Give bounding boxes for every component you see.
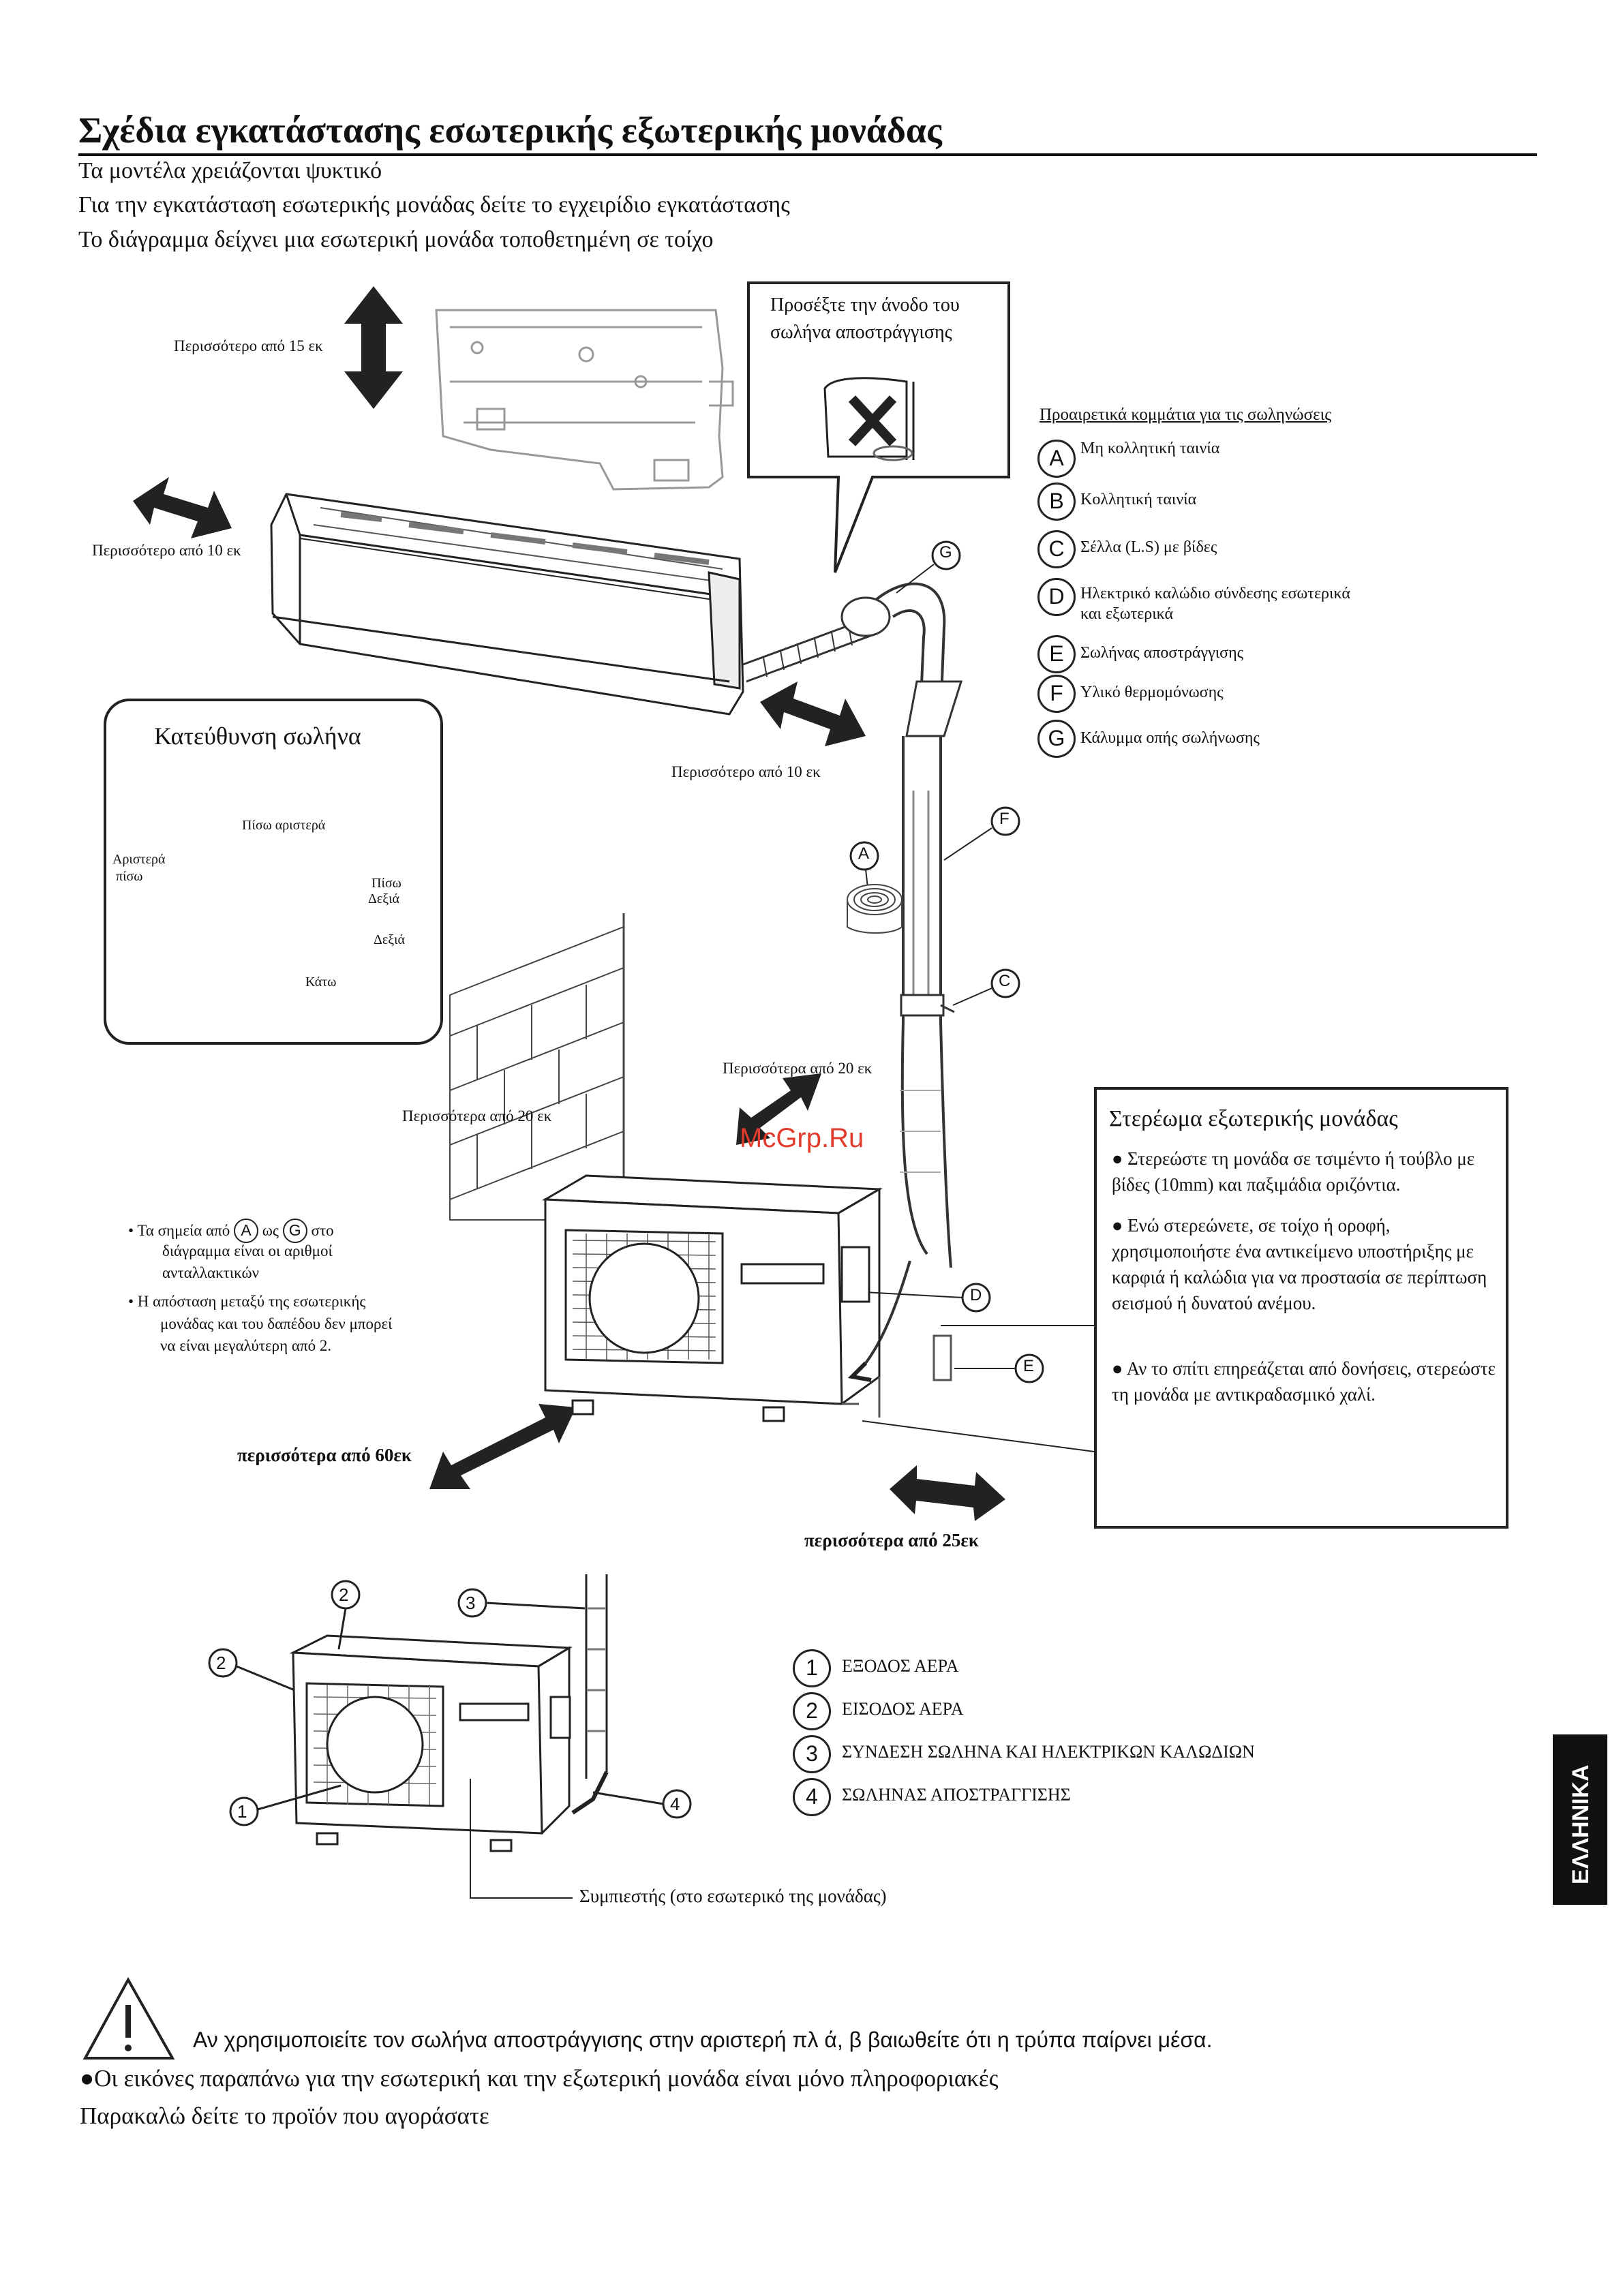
watermark: McGrp.Ru — [740, 1123, 864, 1153]
legend-item-g: Κάλυμμα οπής σωλήνωσης — [1080, 729, 1260, 747]
mounting-plate-drawing — [435, 309, 734, 491]
language-tab-label: ΕΛΛΗΝΙΚΑ — [1568, 1764, 1594, 1884]
legend-letter-b: B — [1037, 483, 1076, 521]
detail-num-1: 1 — [237, 1801, 247, 1822]
clearance-front-label: περισσότερα από 60εκ — [237, 1445, 412, 1465]
parts-item-4: ΣΩΛΗΝΑΣ ΑΠΟΣΤΡΑΓΓΙΣΗΣ — [842, 1785, 1071, 1805]
outdoor-fixing-item-2: ● Ενώ στερεώνετε, σε τοίχο ή οροφή, χρησ… — [1112, 1215, 1487, 1313]
pipe-left-back-label-2: πίσω — [116, 869, 143, 884]
language-tab: ΕΛΛΗΝΙΚΑ — [1553, 1734, 1607, 1905]
parts-num-2: 2 — [793, 1692, 831, 1730]
detail-num-3: 3 — [466, 1593, 476, 1613]
fixing-leader-lines — [862, 1325, 1095, 1452]
optional-parts-title: Προαιρετικά κομμάτια για τις σωληνώσεις — [1040, 405, 1332, 424]
legend-letter-f: F — [1037, 675, 1076, 713]
diagram-letter-g: G — [939, 543, 952, 562]
parts-item-3: ΣΥΝΔΕΣΗ ΣΩΛΗΝΑ ΚΑΙ ΗΛΕΚΤΡΙΚΩΝ ΚΑΛΩΔΙΩΝ — [842, 1742, 1255, 1762]
legend-letter-a: A — [1037, 440, 1076, 478]
legend-item-d: Ηλεκτρικό καλώδιο σύνδεσης εσωτερικά — [1080, 585, 1350, 602]
detail-num-2b: 2 — [216, 1653, 226, 1673]
pipe-direction-box: Κατεύθυνση σωλήνα — [104, 699, 443, 1045]
warning-icon — [82, 1976, 175, 2060]
drain-callout-line-1: Προσέξτε την άνοδο του — [770, 294, 960, 316]
clearance-above-label: Περισσότερα από 20 εκ — [723, 1060, 873, 1077]
drain-callout-bubble — [747, 281, 1010, 573]
clearance-side-label: περισσότερα από 25εκ — [804, 1530, 979, 1550]
parts-item-2: ΕΙΣΟΔΟΣ ΑΕΡΑ — [842, 1699, 964, 1719]
legend-item-e: Σωλήνας αποστράγγισης — [1080, 644, 1244, 662]
outdoor-unit-detail-drawing — [208, 1574, 692, 1899]
diagram-letter-e: E — [1023, 1357, 1035, 1375]
note-2-line-3: να είναι μεγαλύτερη από 2. — [160, 1337, 332, 1354]
pipe-right-label: Δεξιά — [374, 932, 406, 947]
pipe-run-drawing — [742, 582, 963, 1381]
clearance-top-label: Περισσότερο από 15 εκ — [174, 337, 323, 354]
note-1-line-3: ανταλλακτικών — [162, 1264, 260, 1281]
footer-line-3: Παρακαλώ δείτε το προϊόν που αγοράσατε — [80, 2102, 489, 2129]
diagram-letter-d: D — [970, 1286, 982, 1304]
pipe-down-label: Κάτω — [305, 975, 337, 990]
indoor-unit-drawing — [270, 493, 744, 716]
clearance-arrows — [133, 286, 1005, 1521]
legend-item-d-2: και εξωτερικά — [1080, 605, 1174, 623]
note-1-line-1: • Τα σημεία από A ως G στο — [128, 1219, 334, 1243]
outdoor-fixing-box: Στερέωμα εξωτερικής μονάδας ● Στερεώστε … — [1094, 1087, 1508, 1529]
outdoor-fixing-item-3: ● Αν το σπίτι επηρεάζεται από δονήσεις, … — [1112, 1358, 1496, 1405]
legend-item-b: Κολλητική ταινία — [1080, 491, 1197, 508]
parts-num-1: 1 — [793, 1649, 831, 1687]
clearance-wall-label: Περισσότερα από 20 εκ — [402, 1107, 552, 1124]
page-title: Σχέδια εγκατάστασης εσωτερικής εξωτερική… — [78, 110, 942, 151]
outdoor-unit-drawing — [541, 1174, 883, 1422]
title-rule — [78, 153, 1537, 156]
pipe-back-right-label-2: Δεξιά — [368, 891, 400, 906]
footer-line-2: ●Οι εικόνες παραπάνω για την εσωτερική κ… — [80, 2065, 999, 2092]
diagram-letter-a: A — [858, 844, 870, 863]
detail-num-2a: 2 — [339, 1585, 349, 1605]
note-letter-g: G — [282, 1219, 307, 1243]
parts-num-3: 3 — [793, 1735, 831, 1773]
clearance-left-label: Περισσότερο από 10 εκ — [92, 542, 241, 559]
outdoor-fixing-title: Στερέωμα εξωτερικής μονάδας — [1109, 1106, 1398, 1131]
parts-num-4: 4 — [793, 1778, 831, 1816]
compressor-label: Συμπιεστής (στο εσωτερικό της μονάδας) — [579, 1886, 887, 1906]
intro-line-1: Τα μοντέλα χρειάζονται ψυκτικό — [78, 158, 382, 183]
detail-num-4: 4 — [670, 1794, 680, 1814]
outdoor-fixing-item-1: ● Στερεώστε τη μονάδα σε τσιμέντο ή τούβ… — [1112, 1148, 1475, 1195]
note-letter-a: A — [233, 1219, 258, 1243]
legend-item-f: Υλικό θερμομόνωσης — [1080, 684, 1224, 701]
note-2-line-2: μονάδας και του δαπέδου δεν μπορεί — [160, 1315, 393, 1332]
pipe-back-right-label-1: Πίσω — [371, 876, 401, 891]
footer-warning: Αν χρησιμοποιείτε τον σωλήνα αποστράγγισ… — [193, 2027, 1213, 2052]
pipe-left-back-label-1: Αριστερά — [112, 852, 166, 867]
clearance-right-label: Περισσότερο από 10 εκ — [671, 763, 821, 780]
intro-line-3: Το διάγραμμα δείχνει μια εσωτερική μονάδ… — [78, 227, 714, 252]
tape-roll-drawing — [847, 884, 902, 934]
legend-item-c: Σέλλα (L.S) με βίδες — [1080, 538, 1217, 556]
legend-letter-e: E — [1037, 635, 1076, 673]
note-2-line-1: • Η απόσταση μεταξύ της εσωτερικής — [128, 1293, 366, 1310]
pipe-direction-title: Κατεύθυνση σωλήνα — [154, 722, 361, 750]
legend-letter-d: D — [1037, 578, 1076, 616]
diagram-letter-f: F — [999, 810, 1010, 828]
diagram-letter-c: C — [999, 972, 1011, 990]
note-1-line-2: διάγραμμα είναι οι αριθμοί — [162, 1242, 333, 1259]
legend-item-a: Μη κολλητική ταινία — [1080, 440, 1220, 457]
parts-item-1: ΕΞΟΔΟΣ ΑΕΡΑ — [842, 1656, 959, 1676]
legend-letter-c: C — [1037, 530, 1076, 568]
drain-callout-line-2: σωλήνα αποστράγγισης — [770, 322, 952, 343]
pipe-back-left-label: Πίσω αριστερά — [242, 818, 326, 833]
intro-line-2: Για την εγκατάσταση εσωτερικής μονάδας δ… — [78, 192, 790, 217]
legend-letter-g: G — [1037, 720, 1076, 758]
